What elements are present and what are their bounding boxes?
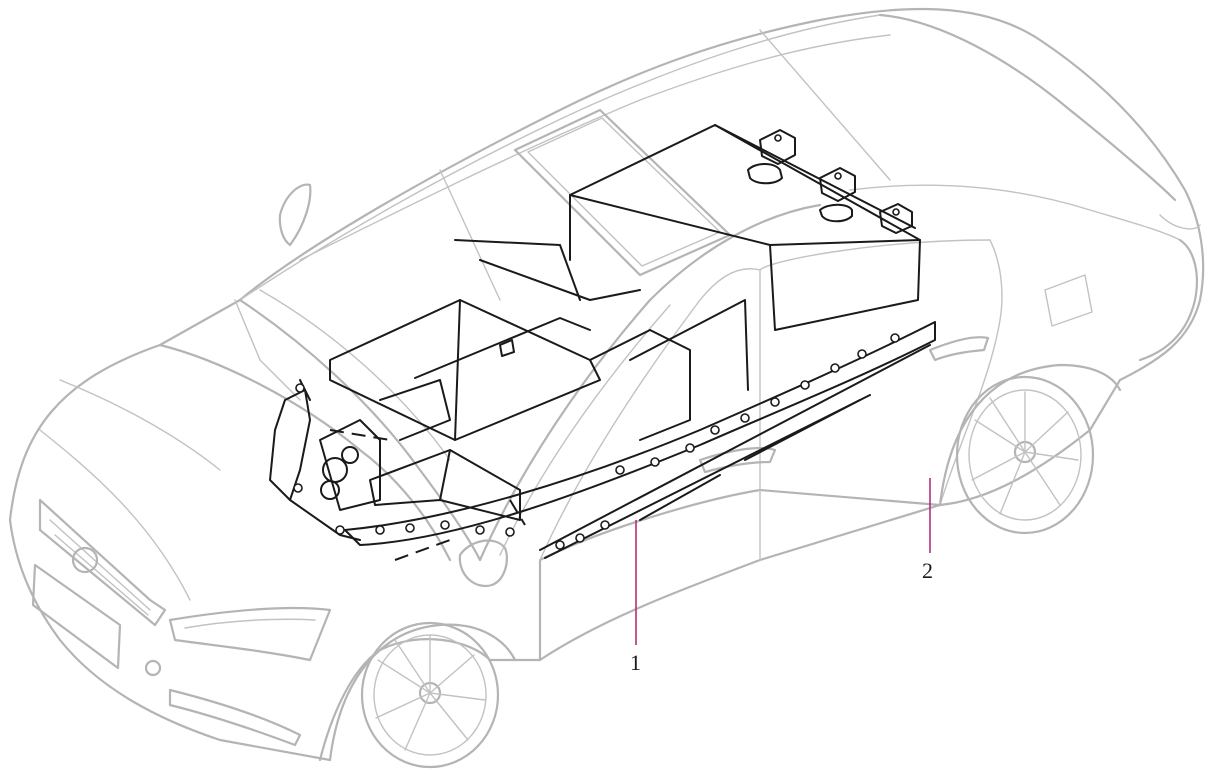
vehicle-body-outline (8, 7, 1205, 762)
battery-pack (269, 124, 936, 561)
rear-wheel (938, 363, 1122, 535)
callout-label-2: 2 (922, 558, 933, 583)
callout-label-1: 1 (630, 650, 641, 675)
rail-bolts (293, 333, 900, 550)
front-wheel (328, 621, 517, 769)
callout-2: 2 (922, 478, 933, 583)
callout-1: 1 (630, 520, 641, 675)
